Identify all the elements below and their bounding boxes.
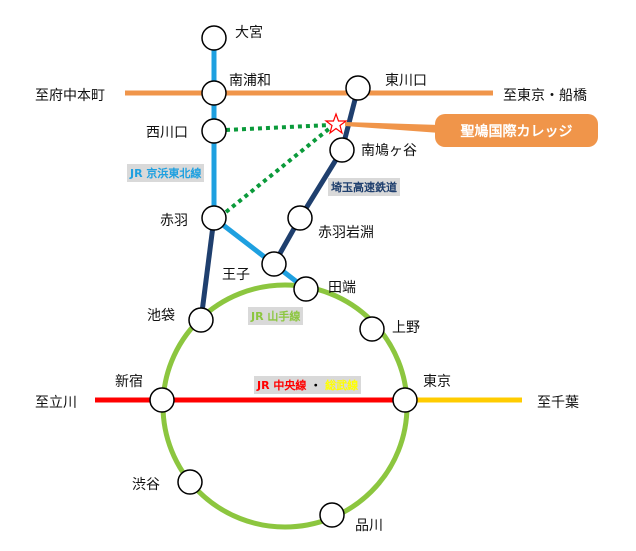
label-minami-hatogaya: 南鳩ヶ谷 (361, 143, 417, 159)
label-akabane: 赤羽 (160, 213, 188, 229)
station-akabane-iwabuchi[interactable] (287, 205, 313, 231)
walk-route (225, 123, 331, 132)
label-shinjuku: 新宿 (115, 374, 143, 390)
station-tokyo[interactable] (392, 387, 418, 413)
station-ueno[interactable] (359, 316, 385, 342)
label-tokyo: 東京 (423, 374, 451, 390)
label-higashi-kawaguchi: 東川口 (385, 73, 427, 89)
destination-tachikawa: 至立川 (35, 395, 77, 411)
callout-pointer (345, 122, 440, 133)
saikyo-line (198, 217, 217, 321)
station-ikebukuro[interactable] (188, 307, 214, 333)
saitama-railway-line (271, 87, 361, 266)
station-akabane[interactable] (201, 205, 227, 231)
line-label-chuo-sobu: JR 中央線 ・ 総武線 (254, 376, 362, 394)
line-label-sobu: 総武線 (325, 379, 359, 392)
label-tabata: 田端 (328, 280, 356, 296)
destination-tokyo-funabashi: 至東京・船橋 (503, 88, 587, 104)
station-shinagawa[interactable] (319, 502, 345, 528)
line-label-keihin-tohoku: JR 京浜東北線 (127, 164, 205, 182)
walk-route (224, 126, 332, 214)
label-oji: 王子 (222, 267, 250, 283)
station-tabata[interactable] (293, 276, 319, 302)
station-shinjuku[interactable] (149, 387, 175, 413)
separator: ・ (310, 379, 322, 392)
label-shinagawa: 品川 (355, 518, 383, 534)
station-omiya[interactable] (201, 25, 227, 51)
line-label-yamanote: JR 山手線 (248, 307, 304, 325)
label-akabane-iwabuchi: 赤羽岩淵 (318, 225, 374, 241)
station-minami-urawa[interactable] (201, 80, 227, 106)
label-omiya: 大宮 (235, 25, 263, 41)
destination-chiba: 至千葉 (537, 395, 579, 411)
station-nishi-kawaguchi[interactable] (201, 118, 227, 144)
label-shibuya: 渋谷 (132, 477, 160, 493)
label-nishi-kawaguchi: 西川口 (146, 125, 188, 141)
college-star-icon (324, 112, 348, 135)
station-minami-hatogaya[interactable] (329, 137, 355, 163)
station-oji[interactable] (261, 251, 287, 277)
station-higashi-kawaguchi[interactable] (345, 75, 371, 101)
label-ueno: 上野 (392, 320, 420, 336)
line-label-chuo: JR 中央線 (257, 379, 307, 392)
destination-fuchu-hommachi: 至府中本町 (35, 88, 105, 104)
line-label-saitama-railway: 埼玉高速鉄道 (328, 178, 400, 196)
station-shibuya[interactable] (177, 469, 203, 495)
label-ikebukuro: 池袋 (147, 308, 175, 324)
label-minami-urawa: 南浦和 (229, 73, 271, 89)
college-callout: 聖鳩国際カレッジ (435, 114, 598, 147)
